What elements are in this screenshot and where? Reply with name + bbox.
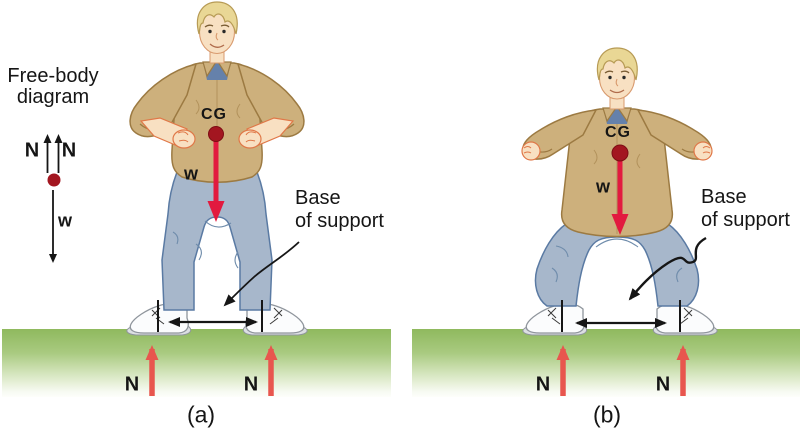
cg-dot-a (208, 126, 224, 142)
annotations-b (556, 144, 707, 396)
normal-label-b-right: N (655, 373, 671, 396)
ground-strip-a (2, 329, 391, 397)
normal-label-a-right: N (243, 373, 259, 396)
jeans-b-folds (551, 238, 683, 283)
free-body-diagram-title: Free-body diagram (2, 66, 104, 108)
base-pointer-arrow-a (223, 241, 300, 307)
cg-label-a: CG (201, 106, 227, 123)
fbd-normal-label-right: N (61, 139, 77, 162)
weight-label-a: w (183, 163, 199, 184)
person-a (126, 1, 308, 336)
base-b-line1: Base (701, 186, 747, 208)
jeans-a-folds (172, 220, 239, 269)
base-of-support-label-a: Base of support (295, 187, 384, 233)
caption-b: (b) (592, 401, 622, 428)
normal-label-b-left: N (535, 373, 551, 396)
annotations-a (145, 126, 300, 396)
weight-label-b: w (595, 176, 611, 197)
free-body-diagram (43, 134, 63, 263)
base-a-line1: Base (295, 187, 341, 209)
fbd-normal-label-left: N (24, 139, 40, 162)
person-a-shoes (126, 302, 308, 336)
person-b (521, 47, 718, 336)
base-pointer-arrow-b (628, 236, 707, 301)
base-b-line2: of support (701, 209, 790, 231)
cg-dot-b (611, 144, 629, 162)
person-a-hands (139, 117, 295, 149)
base-of-support-label-b: Base of support (701, 186, 790, 232)
person-b-shoes (522, 302, 718, 336)
person-b-fists (521, 141, 713, 161)
fbd-title-line1: Free-body (7, 65, 99, 87)
person-b-head (596, 47, 638, 100)
fbd-cg-dot (47, 173, 61, 187)
fbd-weight-label: w (57, 210, 73, 231)
person-a-head (196, 1, 238, 55)
base-a-line2: of support (295, 210, 384, 232)
normal-label-a-left: N (124, 373, 140, 396)
caption-a: (a) (186, 401, 216, 428)
cg-label-b: CG (605, 124, 631, 141)
ground-strip-b (412, 329, 800, 397)
fbd-title-line2: diagram (16, 86, 90, 108)
